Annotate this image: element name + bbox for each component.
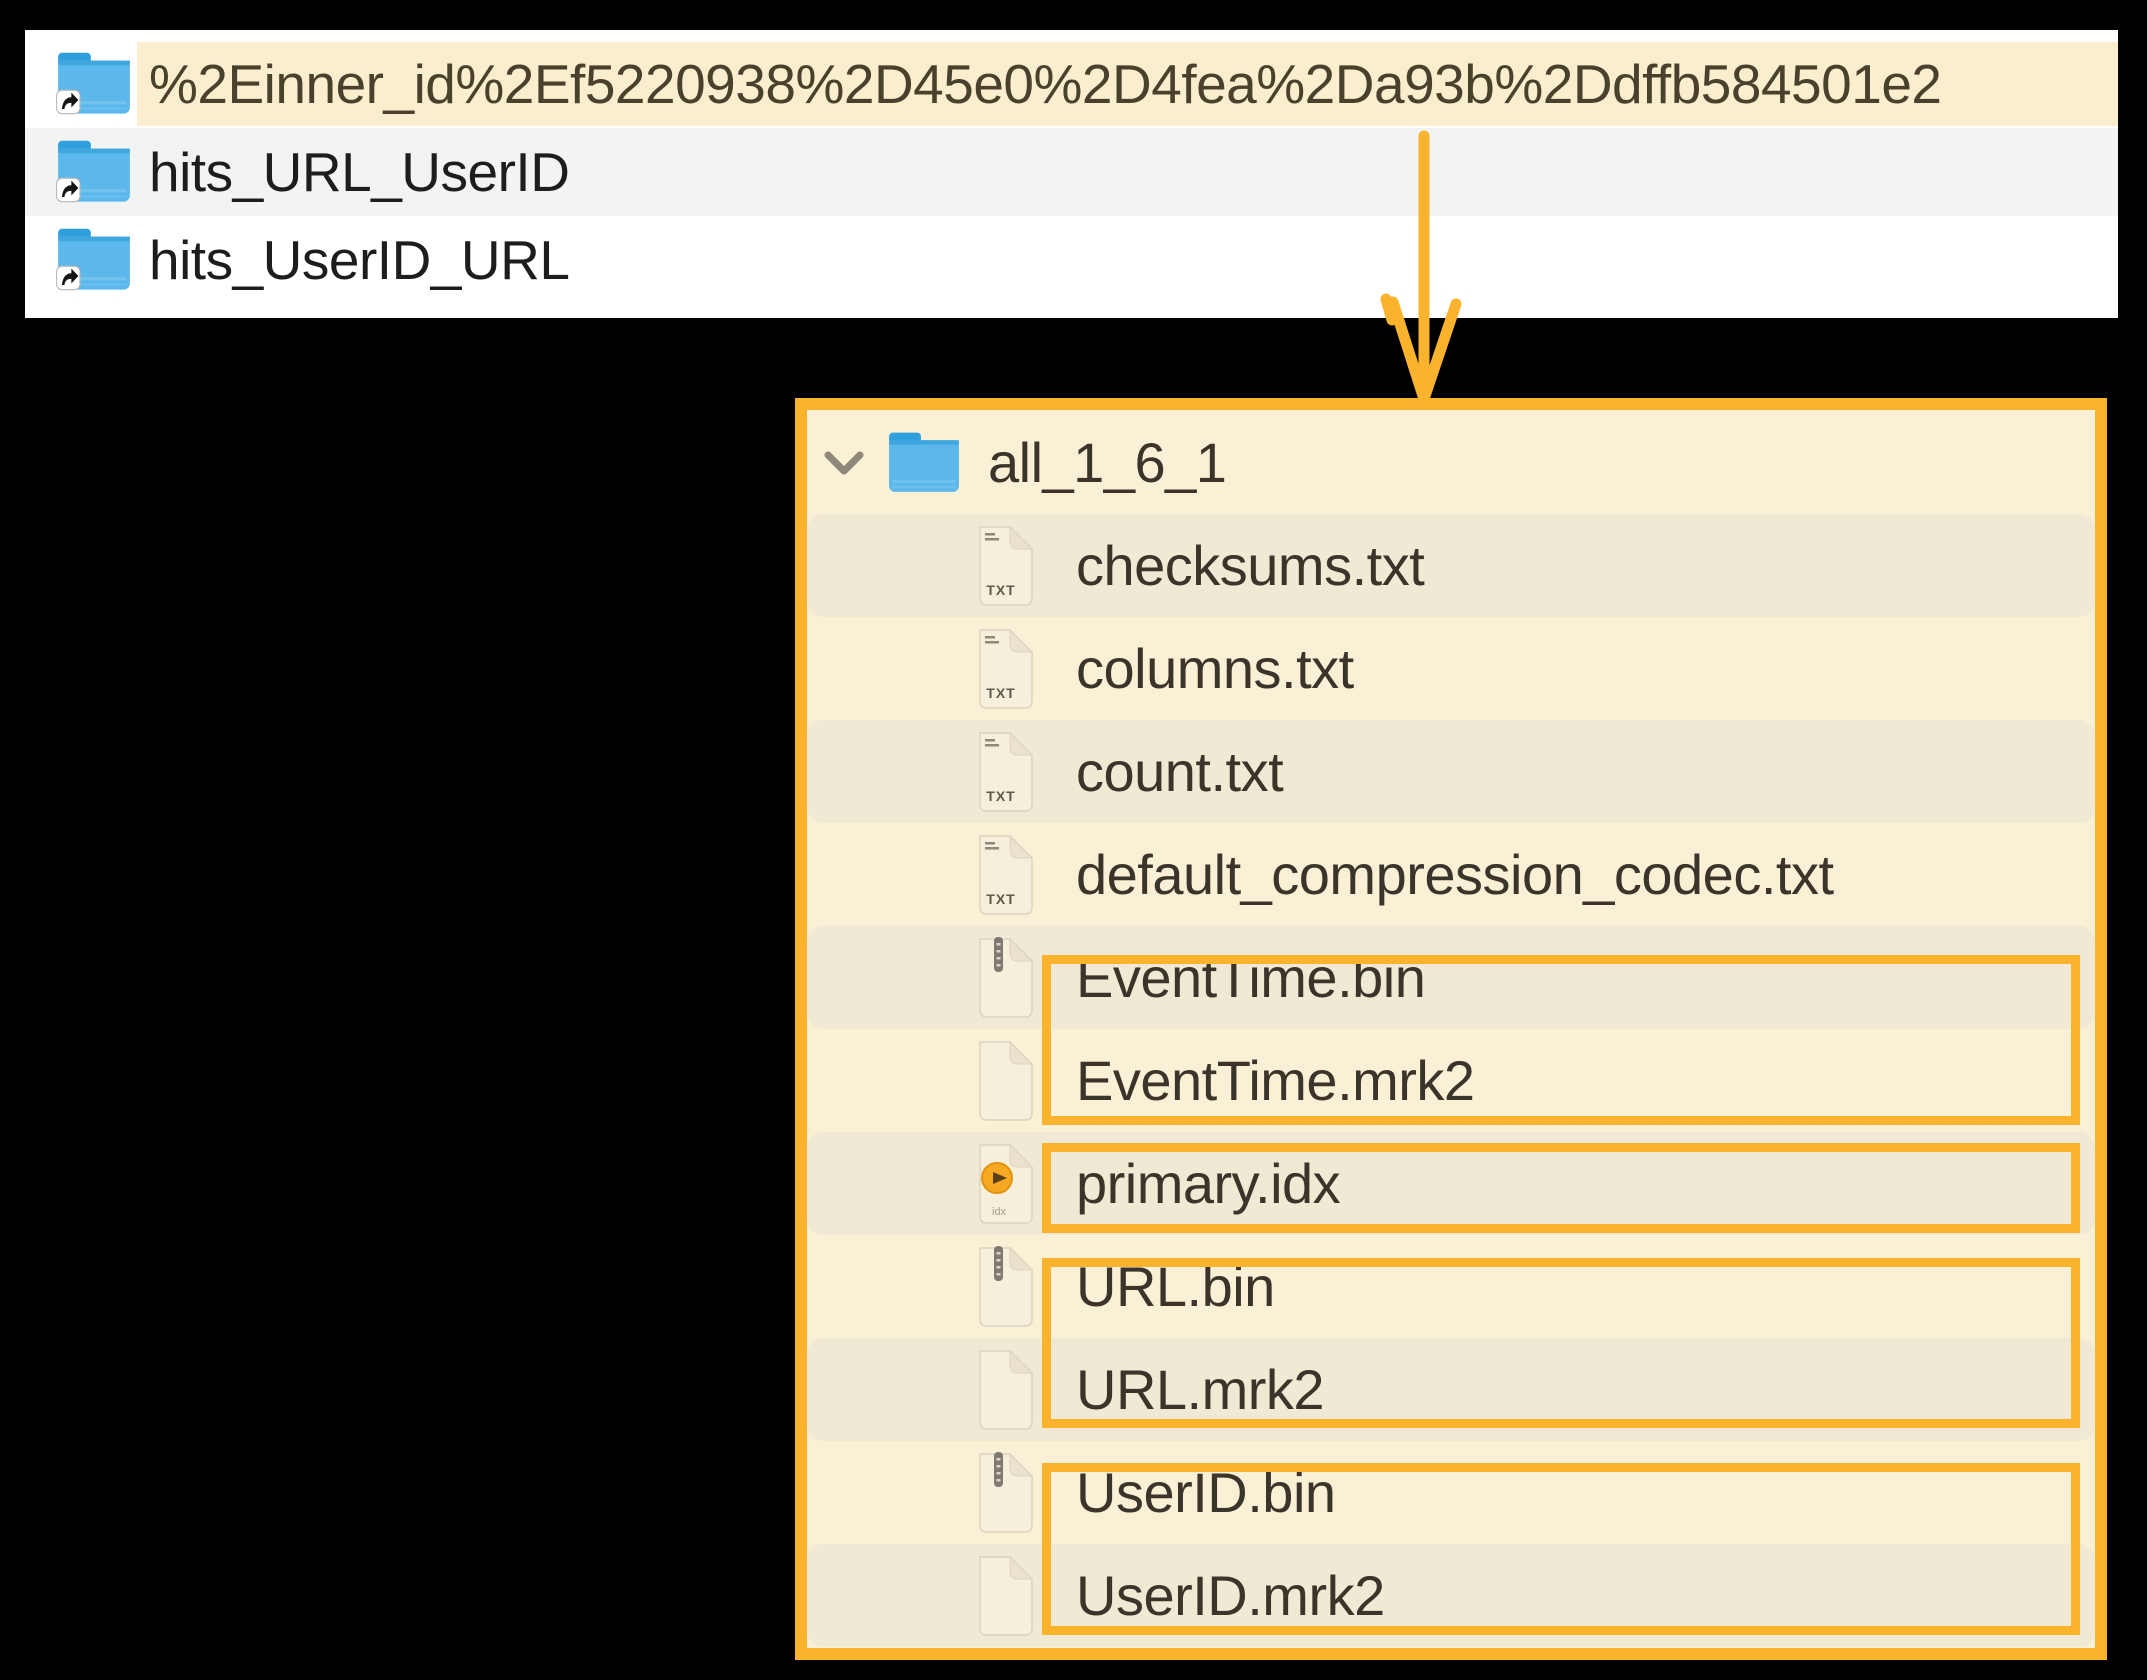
file-name: primary.idx — [1076, 1152, 1341, 1215]
alias-folder-icon — [55, 140, 130, 203]
folder-row-inner-id[interactable]: %2Einner_id%2Ef5220938%2D45e0%2D4fea%2Da… — [25, 40, 2118, 128]
tree-row-primary-idx[interactable]: idx primary.idx — [807, 1132, 2095, 1235]
bin-file-icon — [979, 1245, 1033, 1327]
folder-name: hits_UserID_URL — [149, 229, 570, 291]
file-name: EventTime.bin — [1076, 946, 1426, 1009]
selection-highlight — [137, 42, 2118, 126]
file-name: checksums.txt — [1076, 534, 1425, 597]
folder-name: all_1_6_1 — [988, 431, 1227, 494]
svg-text:TXT: TXT — [986, 582, 1015, 598]
file-name: UserID.mrk2 — [1076, 1564, 1385, 1627]
file-name: EventTime.mrk2 — [1076, 1049, 1475, 1112]
tree-row-default-compression-codec-txt[interactable]: TXT default_compression_codec.txt — [807, 823, 2095, 926]
tree-row-url-bin[interactable]: URL.bin — [807, 1235, 2095, 1338]
part-directory-tree-panel: all_1_6_1 TXT checksums.txt TXT columns.… — [795, 398, 2107, 1660]
blank-file-icon — [979, 1349, 1033, 1430]
txt-file-icon: TXT — [979, 525, 1033, 606]
tree-row-checksums-txt[interactable]: TXT checksums.txt — [807, 514, 2095, 617]
file-name: count.txt — [1076, 740, 1284, 803]
folder-row-hits-url-userid[interactable]: hits_URL_UserID — [25, 128, 2118, 216]
txt-file-icon: TXT — [979, 731, 1033, 812]
file-name: columns.txt — [1076, 637, 1354, 700]
file-name: URL.bin — [1076, 1255, 1275, 1318]
tree-row-count-txt[interactable]: TXT count.txt — [807, 720, 2095, 823]
folder-row-hits-userid-url[interactable]: hits_UserID_URL — [25, 216, 2118, 304]
tree-row-all-1-6-1[interactable]: all_1_6_1 — [807, 411, 2095, 514]
tree-row-eventtime-mrk2[interactable]: EventTime.mrk2 — [807, 1029, 2095, 1132]
file-name: URL.mrk2 — [1076, 1358, 1325, 1421]
blank-file-icon — [979, 1040, 1033, 1121]
svg-text:TXT: TXT — [986, 891, 1015, 907]
bin-file-icon — [979, 936, 1033, 1018]
folder-name: %2Einner_id%2Ef5220938%2D45e0%2D4fea%2Da… — [149, 53, 1942, 115]
finder-list-panel: %2Einner_id%2Ef5220938%2D45e0%2D4fea%2Da… — [25, 30, 2118, 318]
svg-text:idx: idx — [992, 1206, 1007, 1218]
folder-name: hits_URL_UserID — [149, 141, 570, 203]
file-name: default_compression_codec.txt — [1076, 843, 1834, 906]
blank-file-icon — [979, 1555, 1033, 1636]
chevron-down-icon[interactable] — [822, 447, 866, 479]
tree-row-userid-mrk2[interactable]: UserID.mrk2 — [807, 1544, 2095, 1647]
bin-file-icon — [979, 1451, 1033, 1533]
tree-row-eventtime-bin[interactable]: EventTime.bin — [807, 926, 2095, 1029]
alias-folder-icon — [55, 228, 130, 291]
svg-text:TXT: TXT — [986, 685, 1015, 701]
folder-icon — [889, 432, 959, 492]
tree-row-url-mrk2[interactable]: URL.mrk2 — [807, 1338, 2095, 1441]
file-name: UserID.bin — [1076, 1461, 1336, 1524]
alias-folder-icon — [55, 52, 130, 115]
idx-file-icon: idx — [979, 1143, 1033, 1224]
svg-text:TXT: TXT — [986, 788, 1015, 804]
txt-file-icon: TXT — [979, 834, 1033, 915]
tree-row-columns-txt[interactable]: TXT columns.txt — [807, 617, 2095, 720]
tree-row-userid-bin[interactable]: UserID.bin — [807, 1441, 2095, 1544]
txt-file-icon: TXT — [979, 628, 1033, 709]
